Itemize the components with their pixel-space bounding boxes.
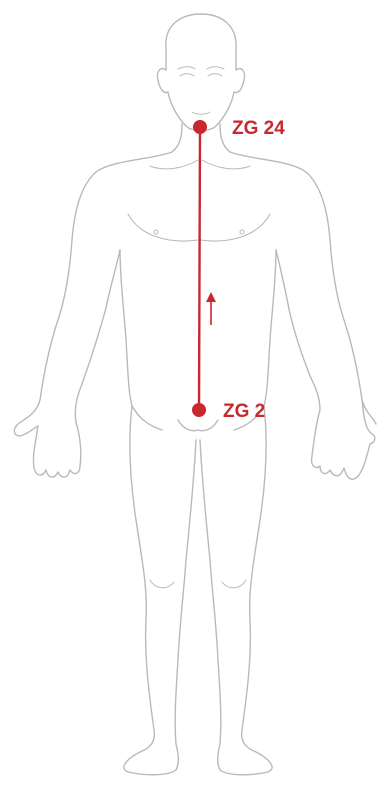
groin-outline bbox=[178, 420, 218, 431]
torso-right-side bbox=[264, 250, 276, 406]
left-arm-outline bbox=[14, 152, 172, 477]
knees bbox=[150, 580, 246, 588]
right-leg-outline bbox=[200, 406, 272, 775]
right-arm-outline bbox=[230, 152, 376, 479]
point-zg24-marker bbox=[193, 120, 207, 134]
right-nipple bbox=[240, 230, 244, 234]
left-leg-outline bbox=[124, 406, 196, 775]
flow-arrow-icon bbox=[206, 292, 216, 325]
torso-left-side bbox=[120, 250, 132, 406]
eyes bbox=[180, 74, 222, 76]
point-zg24-label: ZG 24 bbox=[232, 118, 285, 139]
mouth bbox=[192, 112, 210, 114]
brows bbox=[178, 67, 224, 69]
conception-vessel-line bbox=[199, 127, 200, 410]
head-outline bbox=[157, 14, 244, 131]
point-zg2-marker bbox=[192, 403, 206, 417]
left-nipple bbox=[154, 230, 158, 234]
point-zg2-label: ZG 2 bbox=[223, 401, 265, 422]
